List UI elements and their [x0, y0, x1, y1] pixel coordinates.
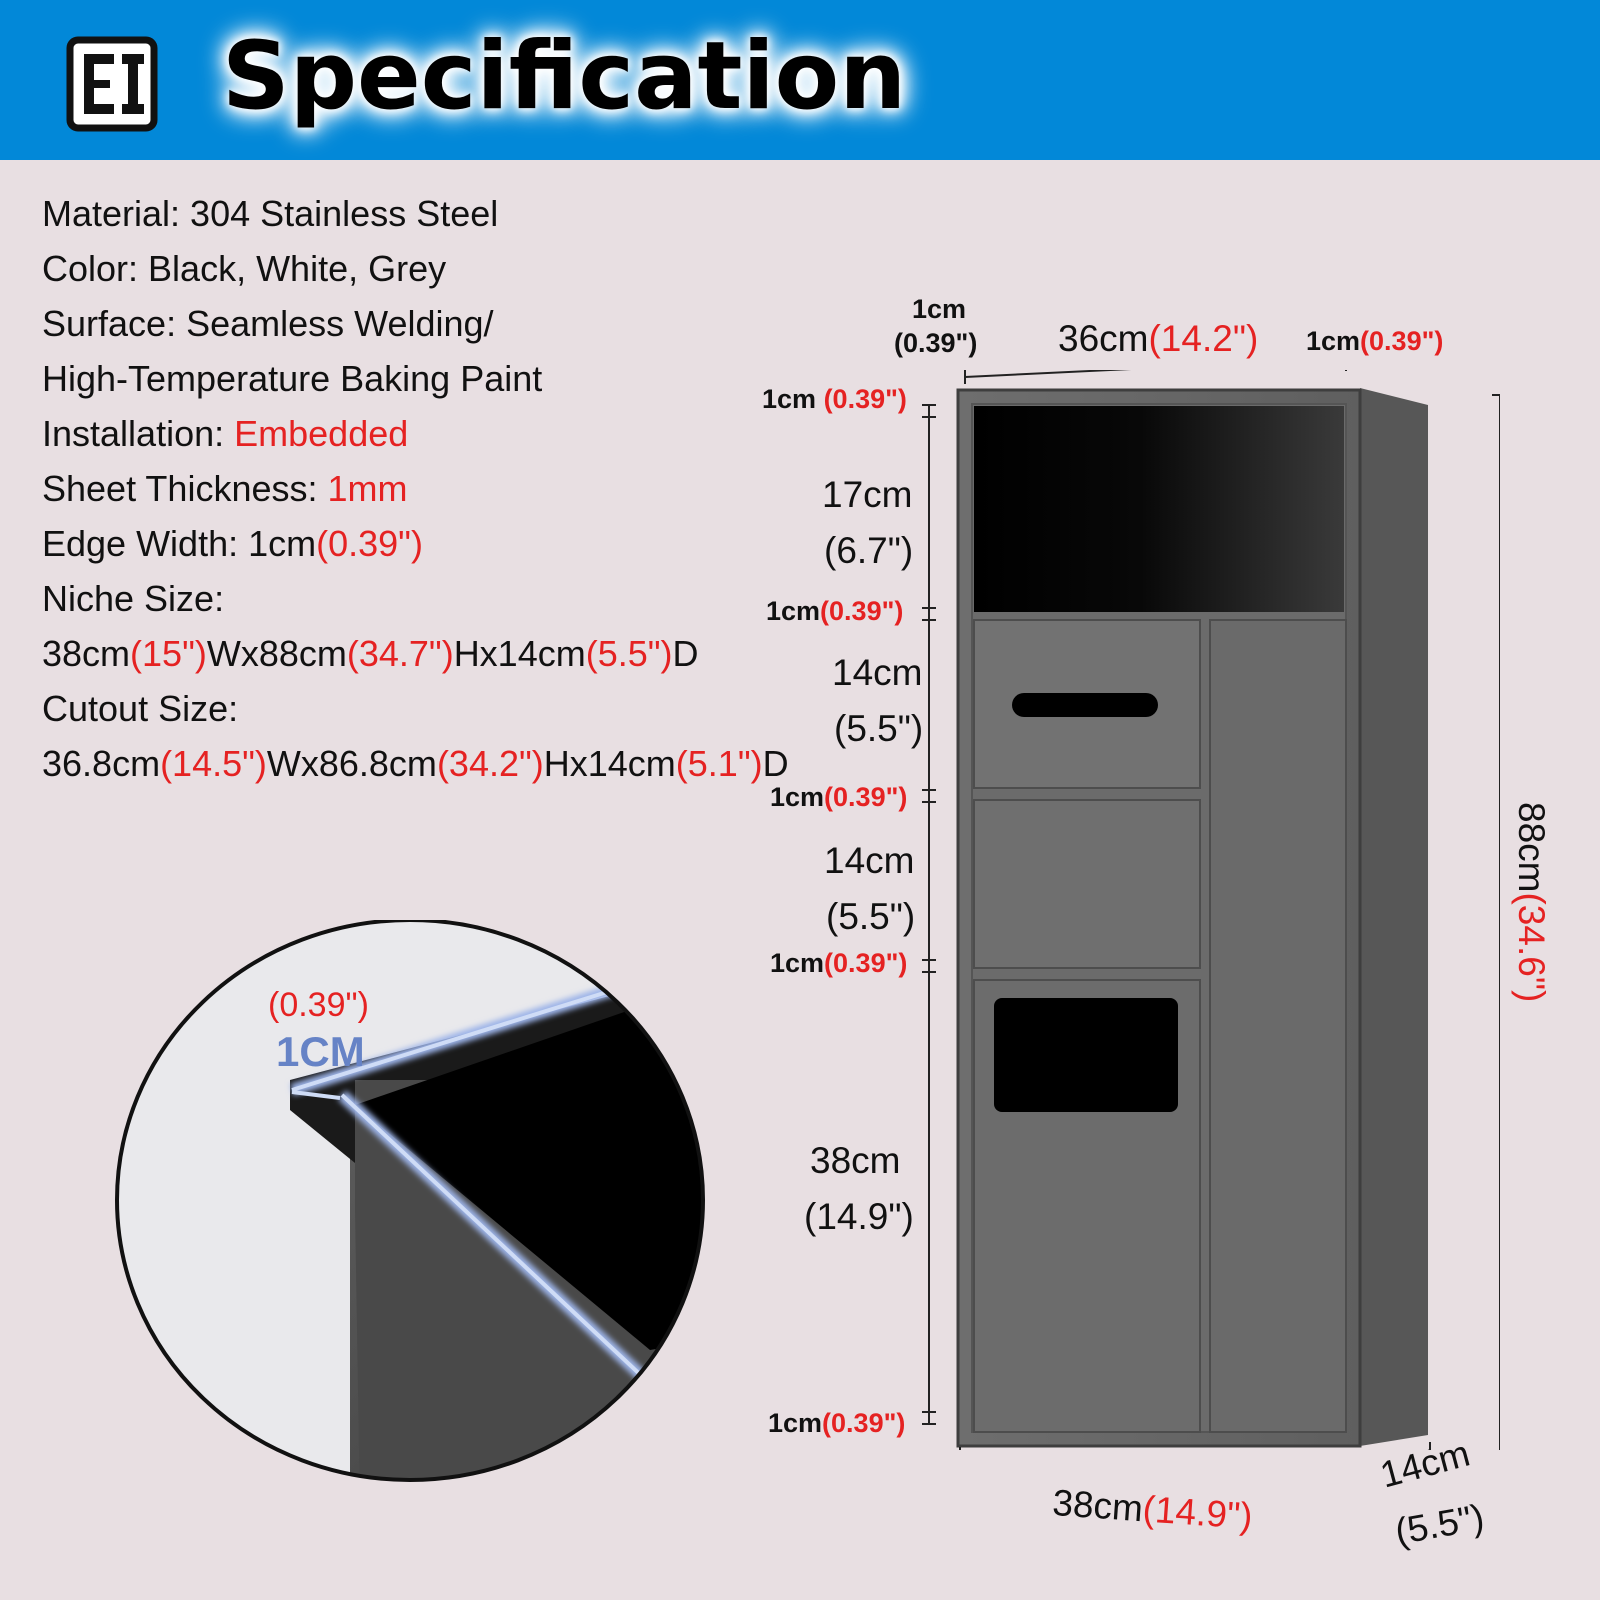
edge-detail-cm: 1CM [276, 1028, 365, 1075]
dim-shelf-inch: (6.7") [824, 530, 914, 571]
dim-bin-inch: (14.9") [804, 1196, 914, 1237]
spec-installation: Installation: Embedded [42, 413, 409, 454]
brand-logo-icon [66, 36, 158, 132]
dim-bottom-width: 38cm(14.9") [1051, 1482, 1254, 1537]
cabinet-diagram [922, 370, 1500, 1450]
dim-top-left-edge-inch: (0.39") [894, 328, 978, 358]
dim-bottom-edge: 1cm(0.39") [768, 1408, 906, 1438]
spec-surface: Surface: Seamless Welding/ [42, 303, 494, 344]
dim-drawer1-inch: (5.5") [834, 708, 924, 749]
spec-edge-width: Edge Width: 1cm(0.39") [42, 523, 423, 564]
spec-color: Color: Black, White, Grey [42, 248, 447, 289]
dim-total-height: 88cm(34.6") [1511, 802, 1552, 1003]
spec-surface-cont: High-Temperature Baking Paint [42, 358, 543, 399]
header-bar [0, 0, 1600, 160]
dim-shelf-cm: 17cm [822, 474, 913, 515]
dim-divider1: 1cm(0.39") [766, 596, 904, 626]
spec-niche-size-label: Niche Size: [42, 578, 225, 619]
spec-material: Material: 304 Stainless Steel [42, 193, 499, 234]
edge-detail-magnifier [115, 920, 705, 1482]
spec-cutout-size-label: Cutout Size: [42, 688, 239, 729]
dim-drawer2-inch: (5.5") [826, 896, 916, 937]
spec-sheet-thickness: Sheet Thickness: 1mm [42, 468, 408, 509]
dim-top-left-edge-cm: 1cm [912, 294, 967, 324]
edge-detail-inch: (0.39") [268, 986, 369, 1024]
dim-depth-inch: (5.5") [1392, 1496, 1487, 1553]
spec-cutout-size: 36.8cm(14.5")Wx86.8cm(34.2")Hx14cm(5.1")… [42, 743, 789, 784]
dim-top-width: 36cm(14.2") [1058, 318, 1259, 359]
dim-drawer2-cm: 14cm [824, 840, 915, 881]
dim-divider2: 1cm(0.39") [770, 782, 908, 812]
dim-divider3: 1cm(0.39") [770, 948, 908, 978]
page-title: Specification [222, 22, 907, 131]
dim-top-edge: 1cm (0.39") [762, 384, 907, 414]
dim-drawer1-cm: 14cm [832, 652, 923, 693]
spec-niche-size: 38cm(15")Wx88cm(34.7")Hx14cm(5.5")D [42, 633, 699, 674]
spec-list: Material: 304 Stainless Steel Color: Bla… [42, 186, 789, 791]
dim-top-right-edge: 1cm(0.39") [1306, 326, 1444, 356]
dim-bin-cm: 38cm [810, 1140, 901, 1181]
